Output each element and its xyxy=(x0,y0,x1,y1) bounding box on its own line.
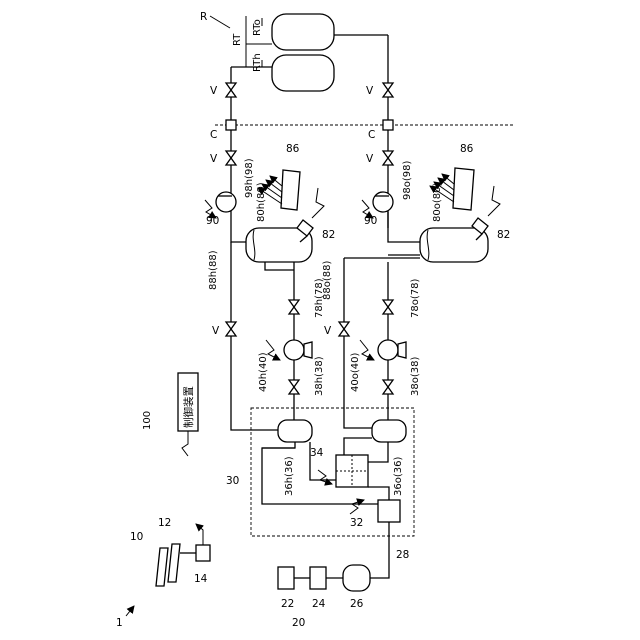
label-valve-88o: V xyxy=(324,325,332,337)
label-receiver-tank-h: RTh xyxy=(252,53,263,72)
receiver-leader xyxy=(210,16,230,28)
receiver-tank-o xyxy=(272,14,334,50)
source-26 xyxy=(343,565,370,591)
label-tank-80o: 80o(80) xyxy=(432,183,443,222)
label-source-24: 24 xyxy=(312,598,326,610)
label-vehicle: 10 xyxy=(130,531,143,543)
storage-tank-o xyxy=(420,228,488,262)
valve-38o xyxy=(383,380,393,394)
label-controller-num: 100 xyxy=(142,411,153,430)
label-coupler-h: C xyxy=(210,129,217,141)
label-receiver-tank-group: RT xyxy=(232,33,243,46)
sep-to-36o xyxy=(368,442,388,462)
compressor-o xyxy=(373,192,393,212)
controller-signal xyxy=(182,431,188,456)
label-pump-40h: 40h(40) xyxy=(258,352,269,392)
label-receiver: R xyxy=(200,11,207,23)
label-receiver-tank-o: RTo xyxy=(252,19,263,36)
label-tank-36o: 36o(36) xyxy=(393,457,404,496)
label-valve-88h: V xyxy=(212,325,220,337)
valve-upper-h xyxy=(226,83,236,97)
vehicle-tank-pack xyxy=(156,544,180,586)
label-switch-34: 34 xyxy=(310,447,324,459)
separator-34-signal xyxy=(318,470,332,484)
label-source-26: 26 xyxy=(350,598,364,610)
label-valve-78o: 78o(78) xyxy=(410,279,421,318)
h-tank-to-78 xyxy=(265,262,294,270)
valve-38h xyxy=(289,380,299,394)
label-supply-system: 20 xyxy=(292,617,305,629)
label-heater-h: 86 xyxy=(286,143,300,155)
valve-32-signal xyxy=(350,500,364,514)
receiver-tank-h xyxy=(272,55,334,91)
tank-36h xyxy=(278,420,312,442)
label-sensor-o: 82 xyxy=(497,229,510,241)
valve-88o xyxy=(339,322,349,336)
vehicle-port xyxy=(196,545,210,561)
valve-88h xyxy=(226,322,236,336)
label-fig-ref: 1 xyxy=(116,617,123,629)
pump-40o xyxy=(378,340,406,360)
label-heater-o: 86 xyxy=(460,143,474,155)
label-pipe-88h: 88h(88) xyxy=(208,250,219,290)
label-pump-40o: 40o(40) xyxy=(350,353,361,392)
coupler-o xyxy=(383,120,393,130)
label-tank-36h: 36h(36) xyxy=(284,456,295,496)
label-tank-pack: 12 xyxy=(158,517,171,529)
label-compressor-o: 90 xyxy=(364,215,377,227)
pipe-28 xyxy=(370,522,389,578)
label-valve-32: 32 xyxy=(350,517,363,529)
pump-40o-signal xyxy=(360,340,374,360)
source-24 xyxy=(310,567,326,589)
label-coupler-o: C xyxy=(368,129,375,141)
valve-mid-h xyxy=(226,151,236,165)
coupler-h xyxy=(226,120,236,130)
label-tank-80h: 80h(80) xyxy=(256,182,267,222)
label-pipe-88o: 88o(88) xyxy=(322,261,333,300)
valve-78h xyxy=(289,300,299,314)
label-sensor-h: 82 xyxy=(322,229,335,241)
valve-32 xyxy=(378,500,400,522)
label-valve-upper-o: V xyxy=(366,85,374,97)
label-valve-38h: 38h(38) xyxy=(314,356,325,396)
label-controller-name: 制御装置 xyxy=(182,386,195,428)
label-unit-30: 30 xyxy=(226,475,239,487)
valve-mid-o xyxy=(383,151,393,165)
h-tank-to-compressor xyxy=(231,212,246,242)
label-valve-38o: 38o(38) xyxy=(410,357,421,396)
pump-40h xyxy=(284,340,312,360)
label-pipe-98o: 98o(98) xyxy=(402,161,413,200)
vehicle-port-signal xyxy=(196,524,203,545)
fig-ref-arrow xyxy=(126,606,134,616)
label-source-22: 22 xyxy=(281,598,294,610)
compressor-h xyxy=(216,192,236,212)
valve-upper-o xyxy=(383,83,393,97)
storage-tank-h xyxy=(246,228,312,262)
valve-78o xyxy=(383,300,393,314)
valve32-to-sep xyxy=(368,487,389,500)
label-compressor-h: 90 xyxy=(206,215,219,227)
o-pipe-88 xyxy=(344,258,372,428)
source-22 xyxy=(278,567,294,589)
label-valve-mid-o: V xyxy=(366,153,374,165)
label-tank-port: 14 xyxy=(194,573,208,585)
label-pipe-98h: 98h(98) xyxy=(244,158,255,198)
tank-36o xyxy=(372,420,406,442)
label-valve-mid-h: V xyxy=(210,153,218,165)
label-pipe-28: 28 xyxy=(396,549,409,561)
o-sep-to-36o xyxy=(344,438,372,455)
label-valve-upper-h: V xyxy=(210,85,218,97)
o-tank-to-compressor xyxy=(388,212,420,242)
